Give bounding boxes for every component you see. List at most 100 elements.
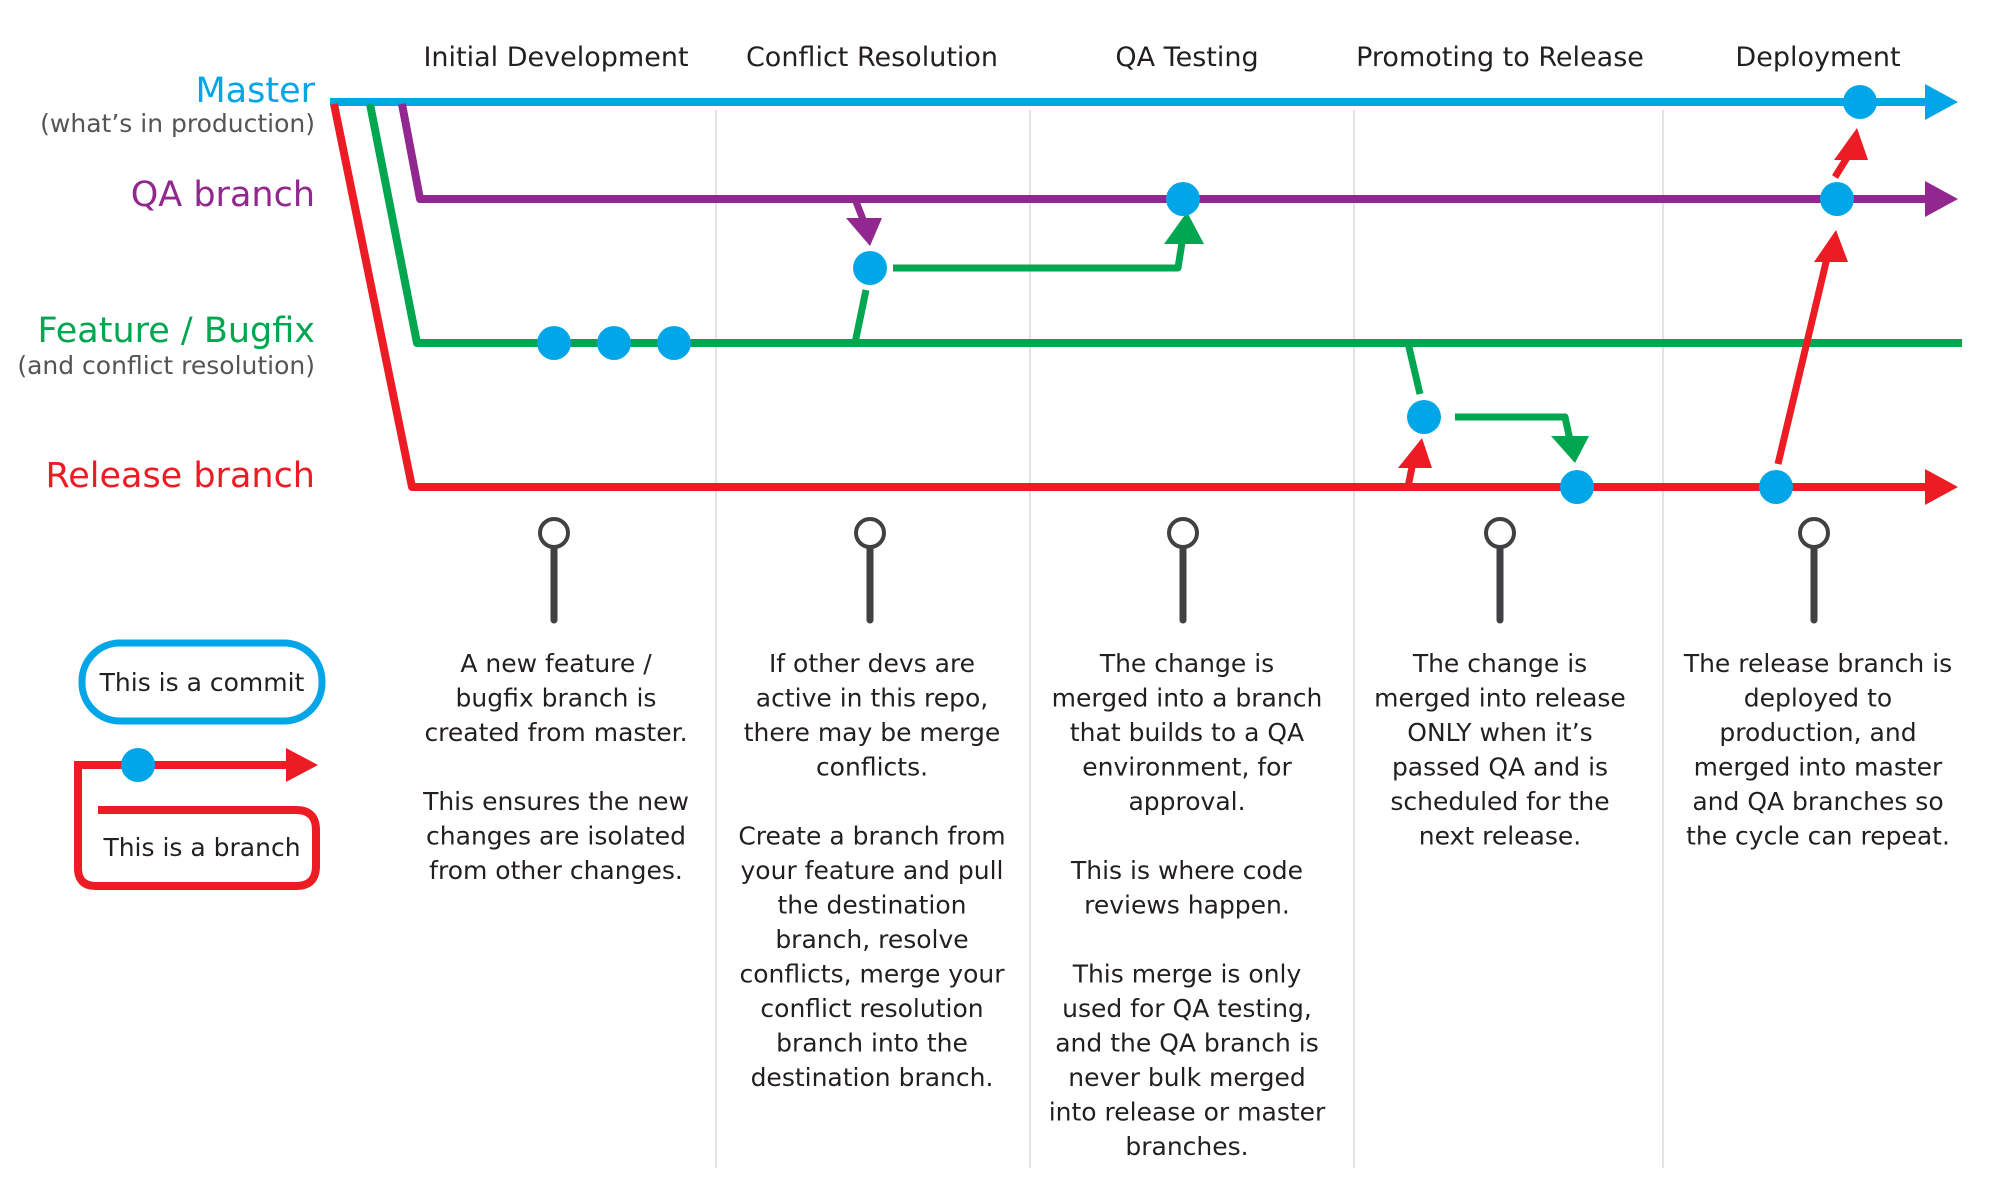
phase-description-line: created from master. bbox=[424, 718, 687, 747]
lane-sub-feature: (and conflict resolution) bbox=[17, 351, 315, 380]
qa-to-conflict-arrow-icon bbox=[846, 218, 882, 246]
phase-description-line: the destination bbox=[777, 891, 966, 920]
phase-description-line: changes are isolated bbox=[426, 822, 686, 851]
phase-description-line: If other devs are bbox=[769, 649, 975, 678]
phase-description-line: This is where code bbox=[1070, 856, 1303, 885]
phase-description-line: there may be merge bbox=[744, 718, 1001, 747]
phase-description-line: that builds to a QA bbox=[1070, 718, 1304, 747]
phase-description-line: environment, for bbox=[1082, 753, 1292, 782]
release-to-qa-arrow-icon bbox=[1814, 230, 1848, 262]
commit-qa-testing bbox=[1166, 182, 1200, 216]
phase-description-line: ONLY when it’s bbox=[1407, 718, 1592, 747]
qa-arrow-icon bbox=[1925, 181, 1958, 217]
phase-description-line: next release. bbox=[1419, 822, 1581, 851]
phase-description-line: active in this repo, bbox=[756, 684, 988, 713]
phase-description-line: branch into the bbox=[776, 1029, 968, 1058]
pins bbox=[538, 517, 1830, 624]
legend-commit-label: This is a commit bbox=[99, 668, 305, 697]
commit-master-deploy bbox=[1843, 85, 1877, 119]
phase-description-line: your feature and pull bbox=[741, 856, 1004, 885]
feature-branch-line bbox=[366, 103, 1962, 347]
phase-description-line: Create a branch from bbox=[738, 822, 1005, 851]
phase-title-promoting-to-release: Promoting to Release bbox=[1356, 42, 1644, 73]
phase-description-line: and QA branches so bbox=[1692, 787, 1943, 816]
phase-description-line: merged into a branch bbox=[1052, 684, 1323, 713]
phase-description-line: branches. bbox=[1125, 1132, 1248, 1161]
feature-to-promote-connector bbox=[1404, 342, 1424, 395]
phase-description-line: The release branch is bbox=[1683, 649, 1952, 678]
commit-feature-1 bbox=[537, 326, 571, 360]
phase-description-line: destination branch. bbox=[751, 1063, 994, 1092]
phase-title-qa-testing: QA Testing bbox=[1115, 42, 1258, 73]
phase-description-line: scheduled for the bbox=[1390, 787, 1609, 816]
phase-description-line: branch, resolve bbox=[775, 925, 968, 954]
legend: This is a commit This is a branch bbox=[74, 639, 326, 890]
lane-label-release: Release branch bbox=[45, 456, 315, 496]
phase-title-initial-development: Initial Development bbox=[423, 42, 688, 73]
legend-commit-box bbox=[78, 639, 326, 725]
phase-description-line: conflict resolution bbox=[760, 994, 983, 1023]
phase-titles: Initial Development Conflict Resolution … bbox=[423, 42, 1900, 73]
qa-to-master-arrow-icon bbox=[1834, 128, 1868, 160]
phase-description-5: The release branch is deployed to producti… bbox=[1683, 649, 1952, 851]
phase-descriptions: A new feature / bugfix branch is created f… bbox=[422, 649, 1952, 1161]
commit-promote bbox=[1407, 400, 1441, 434]
phase-description-line: approval. bbox=[1128, 787, 1245, 816]
pin-icon-2 bbox=[854, 517, 886, 549]
phase-title-conflict-resolution: Conflict Resolution bbox=[746, 42, 998, 73]
master-arrow-icon bbox=[1925, 84, 1958, 120]
commit-feature-3 bbox=[657, 326, 691, 360]
branch-lines bbox=[330, 98, 1962, 491]
phase-description-line: the cycle can repeat. bbox=[1686, 822, 1950, 851]
phase-description-1: A new feature / bugfix branch is created f… bbox=[422, 649, 689, 885]
phase-description-line: deployed to bbox=[1744, 684, 1892, 713]
lane-sub-master: (what’s in production) bbox=[40, 109, 315, 138]
phase-description-line: conflicts. bbox=[816, 753, 928, 782]
lane-label-feature: Feature / Bugfix bbox=[38, 311, 315, 351]
phase-description-3: The change is merged into a branch that bu… bbox=[1049, 649, 1326, 1161]
phase-description-line: This ensures the new bbox=[422, 787, 689, 816]
phase-description-line: from other changes. bbox=[429, 856, 683, 885]
phase-description-line: merged into master bbox=[1694, 753, 1943, 782]
phase-description-line: This merge is only bbox=[1072, 960, 1302, 989]
phase-description-line: passed QA and is bbox=[1392, 753, 1608, 782]
commit-release bbox=[1560, 470, 1594, 504]
commit-qa-deploy bbox=[1820, 182, 1854, 216]
feature-to-conflict-connector bbox=[851, 289, 870, 344]
commits bbox=[537, 85, 1877, 504]
legend-branch-label: This is a branch bbox=[102, 833, 300, 862]
phase-description-line: conflicts, merge your bbox=[739, 960, 1005, 989]
phase-description-line: never bulk merged bbox=[1068, 1063, 1305, 1092]
phase-description-2: If other devs are active in this repo, the… bbox=[738, 649, 1005, 1092]
pin-icon-5 bbox=[1798, 517, 1830, 549]
column-dividers bbox=[715, 110, 1664, 1168]
conflict-to-qa-connector bbox=[893, 235, 1187, 272]
legend-branch-arrow-icon bbox=[286, 748, 318, 782]
phase-description-line: reviews happen. bbox=[1084, 891, 1290, 920]
qa-branch-line bbox=[398, 103, 1930, 203]
phase-description-line: The change is bbox=[1099, 649, 1274, 678]
lane-label-qa: QA branch bbox=[131, 175, 315, 215]
merge-connectors bbox=[846, 128, 1868, 488]
branch-arrowheads bbox=[1925, 84, 1958, 505]
legend-commit-icon bbox=[121, 748, 155, 782]
phase-description-line: into release or master bbox=[1049, 1098, 1326, 1127]
legend-branch-loop bbox=[74, 761, 320, 890]
conflict-to-qa-arrow-icon bbox=[1164, 212, 1204, 244]
phase-description-line: The change is bbox=[1412, 649, 1587, 678]
promote-to-release-arrow-icon bbox=[1551, 436, 1589, 463]
phase-title-deployment: Deployment bbox=[1735, 42, 1900, 73]
promote-to-release-connector bbox=[1455, 413, 1574, 441]
commit-conflict-resolution bbox=[853, 251, 887, 285]
release-to-qa-connector bbox=[1774, 257, 1831, 465]
pin-icon-4 bbox=[1484, 517, 1516, 549]
commit-feature-2 bbox=[597, 326, 631, 360]
release-to-promote-arrow-icon bbox=[1398, 438, 1432, 468]
phase-description-line: A new feature / bbox=[460, 649, 652, 678]
lane-labels: Master (what’s in production) QA branch … bbox=[17, 71, 315, 496]
phase-description-line: production, and bbox=[1719, 718, 1916, 747]
phase-description-line: bugfix branch is bbox=[456, 684, 657, 713]
release-arrow-icon bbox=[1925, 469, 1958, 505]
